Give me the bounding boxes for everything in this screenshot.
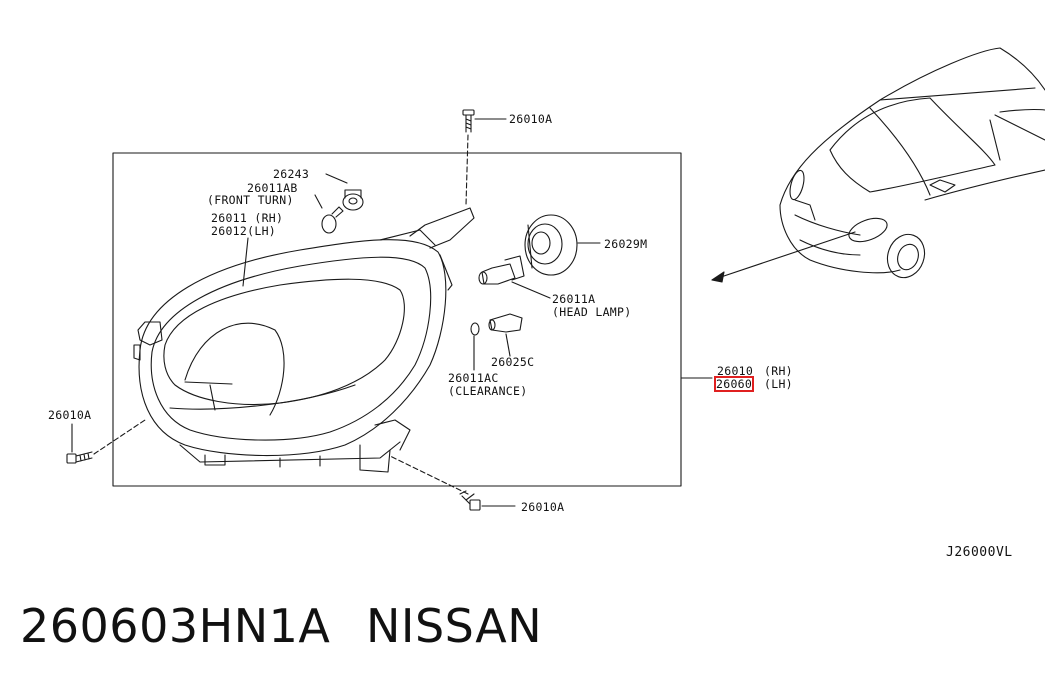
socket-icon — [488, 313, 523, 357]
label-headlamp-desc: (HEAD LAMP) — [552, 305, 632, 319]
diagram-code: J26000VL — [946, 545, 1013, 560]
label-front-turn-desc: (FRONT TURN) — [207, 193, 294, 207]
headlamp-cap-icon — [524, 214, 601, 276]
part-number-title: 260603HN1A — [20, 599, 331, 653]
label-clearance-desc: (CLEARANCE) — [448, 384, 528, 398]
headlamp-bulb-icon — [478, 255, 551, 299]
label-bolt-left: 26010A — [48, 408, 92, 422]
brand-title: NISSAN — [366, 599, 543, 653]
headlamp-housing — [133, 207, 475, 473]
bolt-top-icon — [462, 109, 507, 206]
label-bolt-top: 26010A — [509, 112, 553, 126]
label-housing-lh: 26012(LH) — [211, 224, 277, 238]
clearance-bulb-icon — [470, 322, 480, 371]
car-illustration — [711, 47, 1045, 283]
label-assembly-rh-part: 26010 — [717, 364, 754, 378]
front-turn-bulb-icon — [314, 194, 344, 234]
bulb-holder-icon — [325, 173, 364, 211]
label-bulb-holder: 26243 — [273, 167, 310, 181]
label-front-turn-part: 26011AB — [247, 181, 298, 195]
label-socket: 26025C — [491, 355, 535, 369]
label-assembly-lh-side: (LH) — [764, 377, 793, 391]
label-cap: 26029M — [604, 237, 648, 251]
bolt-left-icon — [66, 419, 146, 464]
assembly-frame — [112, 152, 682, 487]
bolt-bottom-icon — [389, 455, 516, 511]
label-housing-rh: 26011 (RH) — [211, 211, 284, 225]
label-bolt-bottom: 26010A — [521, 500, 565, 514]
label-headlamp-part: 26011A — [552, 292, 596, 306]
label-assembly-lh-part-highlighted[interactable]: 26060 — [713, 376, 755, 392]
label-clearance-part: 26011AC — [448, 371, 499, 385]
label-assembly-rh-side: (RH) — [764, 364, 793, 378]
